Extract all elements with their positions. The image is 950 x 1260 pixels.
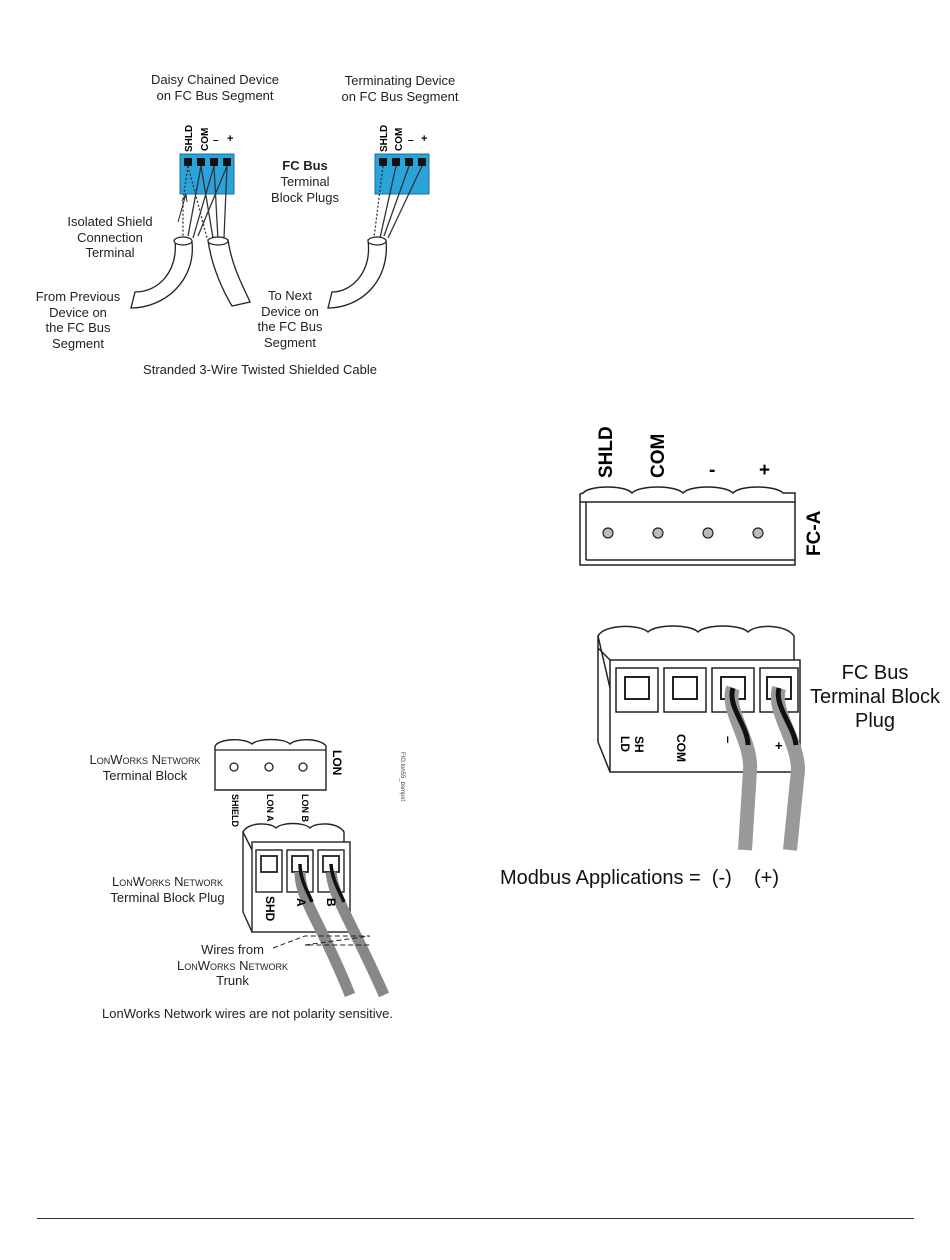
lon-block-side-label: LON bbox=[330, 750, 344, 776]
to-next-label: To Next Device on the FC Bus Segment bbox=[245, 288, 335, 350]
fc-plug-label: FC Bus Terminal Block Plug bbox=[800, 661, 950, 733]
lon-block-label: LonWorks Network Terminal Block bbox=[80, 752, 210, 783]
from-prev-1: From Previous bbox=[35, 289, 121, 304]
shield-label-1: Isolated Shield bbox=[67, 214, 153, 229]
lon-pin-a: LON A bbox=[265, 794, 275, 822]
shield-label-2: Connection bbox=[77, 229, 143, 245]
lon-plug-pin-b: B bbox=[324, 898, 338, 907]
lon-plug-label-2: Terminal Block Plug bbox=[110, 889, 225, 905]
term-title-line1: Terminating Device bbox=[344, 73, 456, 88]
lon-screw-b bbox=[298, 762, 308, 772]
lon-caption: LonWorks Network wires are not polarity … bbox=[102, 1006, 393, 1021]
lon-wires-label-2: LonWorks Network bbox=[176, 957, 288, 973]
fc-a-screw-shld bbox=[602, 527, 614, 539]
to-next-2: Device on bbox=[261, 303, 319, 319]
lon-plug-pin-shd: SHD bbox=[263, 896, 277, 922]
modbus-caption: Modbus Applications = (-) (+) bbox=[500, 867, 780, 889]
terminating-title: Terminating Device on FC Bus Segment bbox=[325, 73, 475, 104]
to-next-3: the FC Bus bbox=[257, 319, 323, 334]
to-next-4: Segment bbox=[263, 334, 317, 350]
lon-screw-a bbox=[264, 762, 274, 772]
fc-plug-label-2: Terminal Block bbox=[809, 686, 941, 708]
fc-plug-label-3: Plug bbox=[854, 710, 896, 732]
daisy-terminal-com bbox=[197, 158, 205, 166]
lon-block-label-2: Terminal Block bbox=[102, 767, 188, 783]
shield-label: Isolated Shield Connection Terminal bbox=[50, 214, 170, 261]
to-next-1: To Next bbox=[267, 288, 313, 303]
footer-rule bbox=[37, 1218, 914, 1219]
daisy-title: Daisy Chained Device on FC Bus Segment bbox=[140, 72, 290, 103]
shield-arrow bbox=[177, 193, 187, 223]
lon-wires-label-3: Trunk bbox=[216, 973, 249, 988]
fc-bus-title: FC Bus bbox=[282, 158, 328, 173]
term-wires bbox=[373, 165, 423, 239]
from-prev-2: Device on bbox=[49, 304, 107, 320]
daisy-terminal-minus bbox=[210, 158, 218, 166]
lon-plug-label: LonWorks Network Terminal Block Plug bbox=[100, 874, 235, 905]
term-terminal-minus bbox=[405, 158, 413, 166]
plug-sub-1: Terminal bbox=[280, 174, 330, 189]
lon-fig-id: FIG:lon55_bsmpst bbox=[399, 752, 405, 802]
daisy-pin-plus: + bbox=[227, 133, 234, 145]
fc-bus-plug-sub: Terminal Block Plugs bbox=[260, 174, 350, 205]
daisy-pin-minus: – bbox=[213, 135, 219, 146]
fc-a-pin-minus: - bbox=[709, 460, 716, 481]
lon-pin-shield: SHIELD bbox=[230, 794, 240, 828]
term-terminal-shld bbox=[379, 158, 387, 166]
lon-screw-shield bbox=[229, 762, 239, 772]
fc-a-terminal-block bbox=[579, 486, 796, 566]
fc-plug-pin-plus: + bbox=[775, 738, 783, 753]
daisy-terminal-shld bbox=[184, 158, 192, 166]
fc-a-screw-com bbox=[652, 527, 664, 539]
fc-a-screw-minus bbox=[702, 527, 714, 539]
fc-a-screw-plus bbox=[752, 527, 764, 539]
lon-wire-a bbox=[294, 871, 356, 998]
lon-pin-b: LON B bbox=[300, 794, 310, 822]
daisy-title-line2: on FC Bus Segment bbox=[156, 87, 274, 103]
daisy-terminal-plus bbox=[223, 158, 231, 166]
lon-block-label-1: LonWorks Network bbox=[89, 752, 201, 767]
from-prev-3: the FC Bus bbox=[45, 320, 111, 335]
shield-label-3: Terminal bbox=[85, 245, 135, 260]
fig1-caption: Stranded 3-Wire Twisted Shielded Cable bbox=[143, 362, 377, 377]
term-title-line2: on FC Bus Segment bbox=[341, 88, 459, 104]
from-prev-4: Segment bbox=[51, 335, 105, 351]
from-previous-label: From Previous Device on the FC Bus Segme… bbox=[28, 289, 128, 351]
cable-from-previous bbox=[130, 239, 193, 309]
lon-wires-label: Wires from LonWorks Network Trunk bbox=[165, 942, 300, 989]
lon-wire-b bbox=[325, 871, 390, 998]
fc-a-pin-plus: + bbox=[759, 460, 771, 481]
lon-plug-pin-a: A bbox=[294, 898, 308, 907]
cable-to-next bbox=[207, 239, 251, 307]
lon-plug-label-1: LonWorks Network bbox=[111, 874, 223, 889]
cable-terminating bbox=[327, 239, 387, 309]
daisy-title-line1: Daisy Chained Device bbox=[151, 72, 279, 87]
term-terminal-com bbox=[392, 158, 400, 166]
term-terminal-plus bbox=[418, 158, 426, 166]
term-pin-minus: – bbox=[408, 135, 414, 146]
lon-wires-label-1: Wires from bbox=[201, 942, 264, 957]
daisy-wires bbox=[182, 165, 228, 241]
lon-wires-pointer bbox=[272, 935, 372, 949]
plug-sub-2: Block Plugs bbox=[271, 189, 339, 205]
term-pin-plus: + bbox=[421, 133, 428, 145]
fc-plug-label-1: FC Bus bbox=[841, 662, 909, 684]
